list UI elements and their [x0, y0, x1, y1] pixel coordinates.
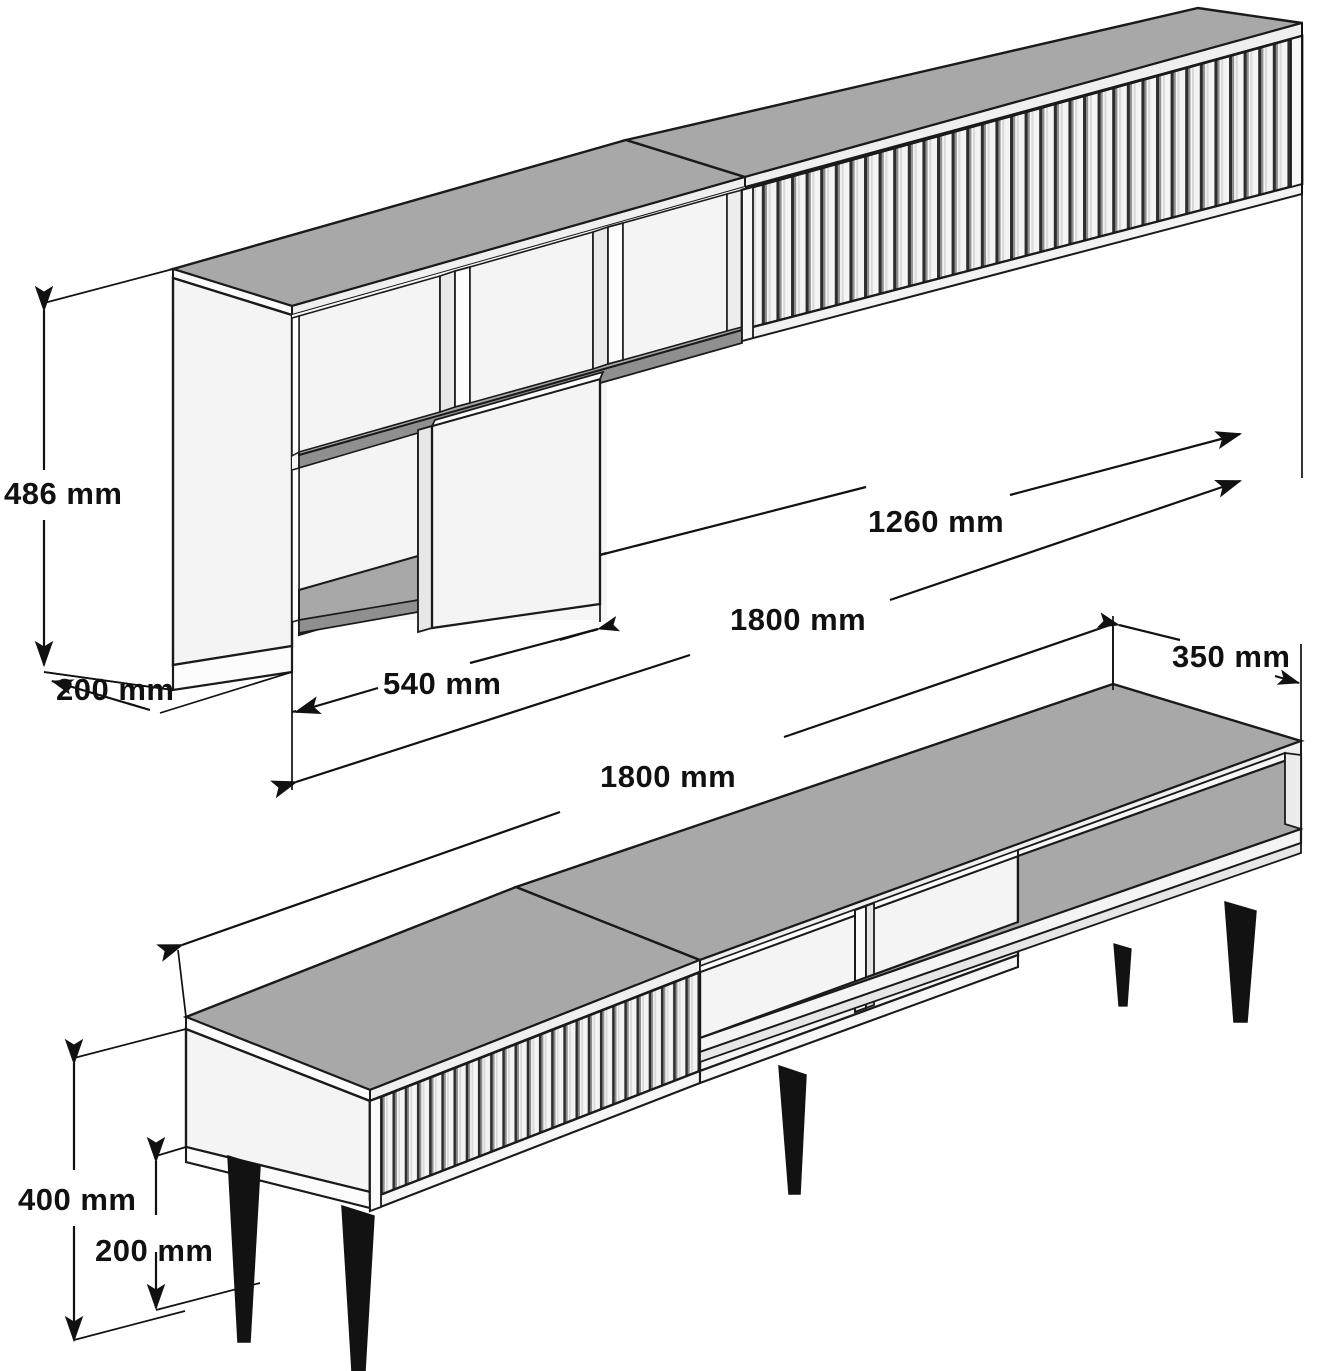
dim-200-upper — [43, 671, 293, 714]
label-200-upper: 200 mm — [56, 672, 174, 707]
lower-unit — [182, 682, 1305, 1371]
upper-top-surface — [168, 6, 1303, 317]
label-1800-lower: 1800 mm — [600, 759, 736, 794]
dim-350 — [1096, 612, 1302, 741]
dim-540 — [291, 604, 621, 740]
dim-1260 — [599, 23, 1303, 557]
upper-left-side-panel — [171, 276, 294, 692]
upper-slatted-door[interactable] — [740, 34, 1304, 343]
label-540: 540 mm — [383, 666, 501, 701]
label-400: 400 mm — [18, 1182, 136, 1217]
dim-200-lower — [146, 1136, 261, 1311]
tapered-leg — [1113, 943, 1132, 1007]
label-200-lower: 200 mm — [95, 1233, 213, 1268]
upper-divider-2 — [592, 221, 624, 371]
upper-plain-door[interactable] — [417, 370, 605, 634]
tapered-leg — [1224, 900, 1257, 1023]
lower-legs — [227, 900, 1257, 1371]
tapered-leg — [227, 1154, 261, 1343]
label-1260: 1260 mm — [868, 504, 1004, 539]
label-486: 486 mm — [4, 476, 122, 511]
tapered-leg — [778, 1064, 807, 1195]
label-350: 350 mm — [1172, 639, 1290, 674]
dim-1800-upper — [270, 430, 1303, 799]
dim-1800-lower — [156, 623, 1111, 1018]
dimension-lines — [34, 23, 1303, 1343]
tapered-leg — [341, 1204, 375, 1371]
upper-unit — [168, 6, 1304, 692]
dim-400 — [64, 1028, 187, 1343]
lower-open-shelf — [698, 751, 1304, 1064]
label-1800-upper: 1800 mm — [730, 602, 866, 637]
dimension-labels: 486 mm 200 mm 540 mm 1260 mm 1800 mm 350… — [4, 476, 1290, 1268]
upper-divider-1 — [439, 265, 471, 414]
upper-open-cubby-bottom-left — [291, 431, 419, 637]
